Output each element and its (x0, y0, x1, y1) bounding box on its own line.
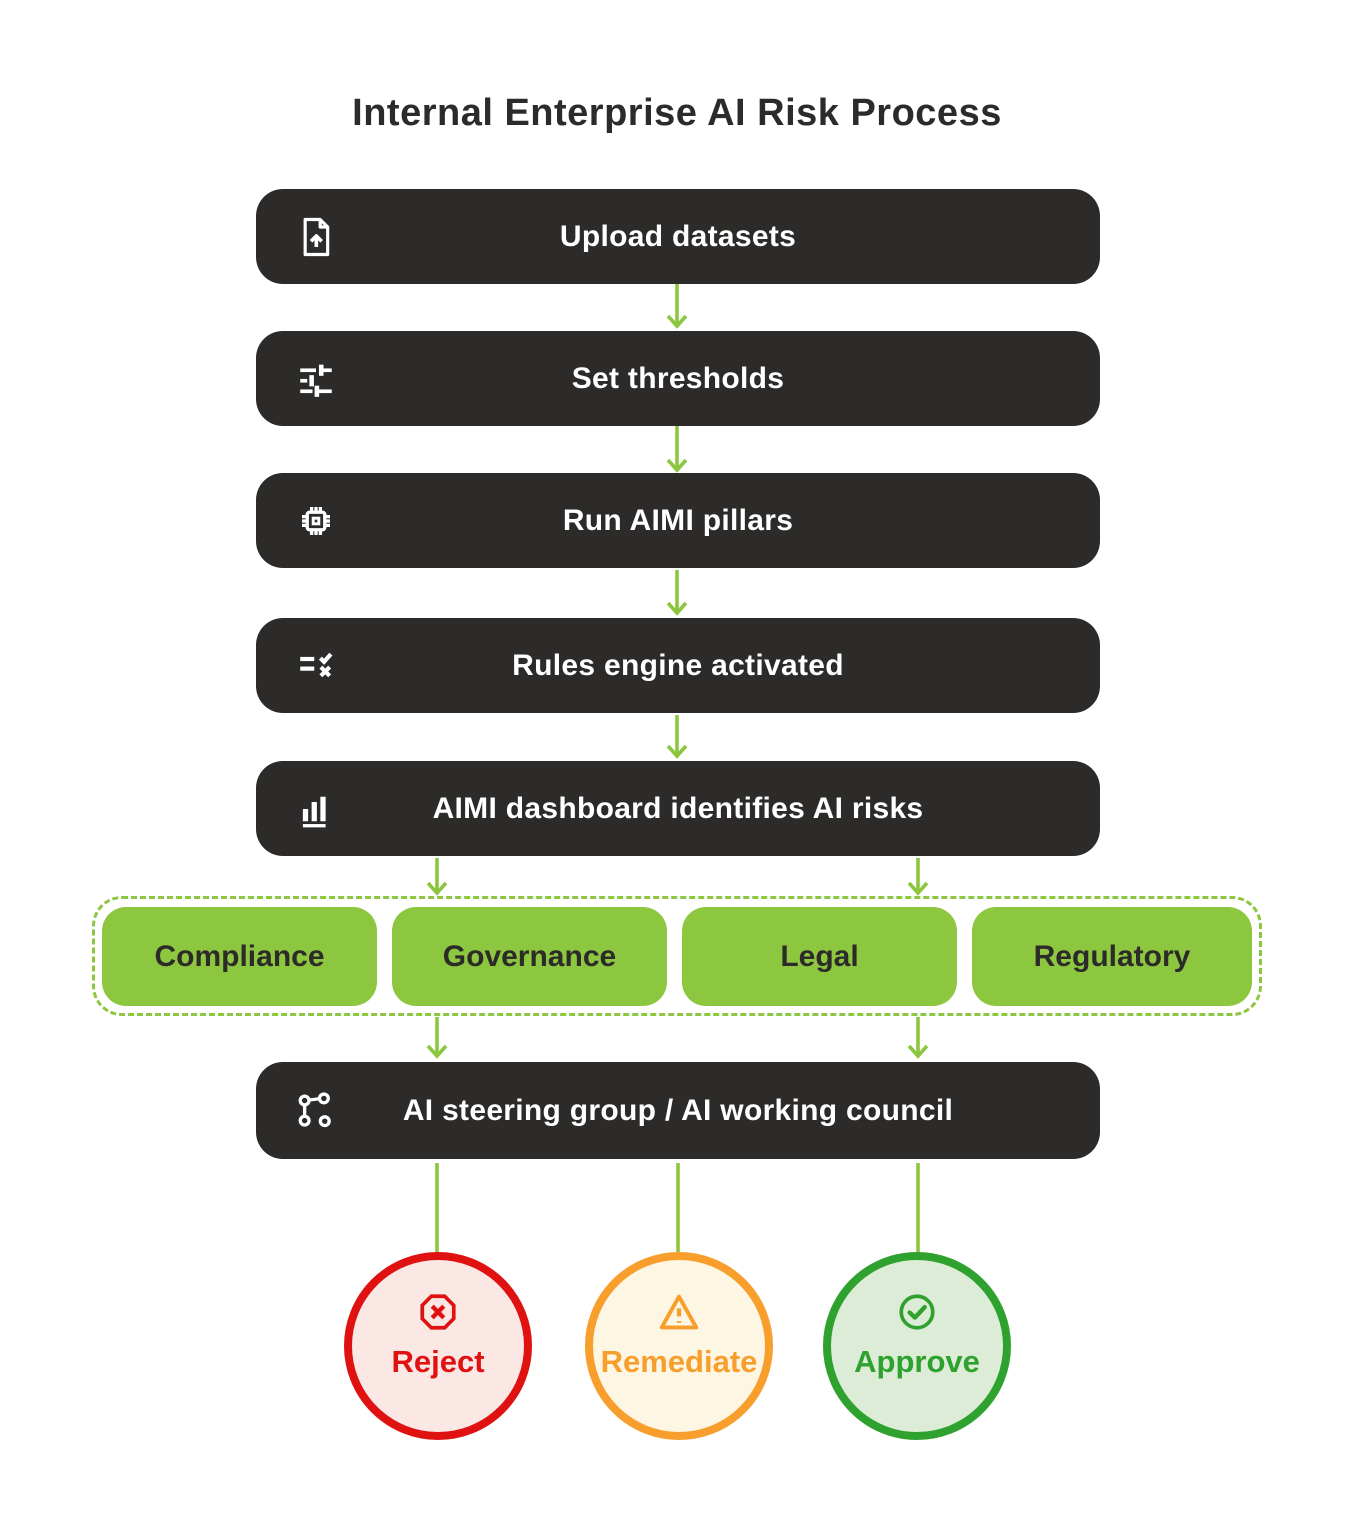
outcome-label: Remediate (600, 1344, 758, 1379)
category-label: Legal (780, 939, 859, 973)
arrow-down-icon (424, 1017, 450, 1064)
flow-step-label: AIMI dashboard identifies AI risks (432, 791, 924, 825)
category-box-legal: Legal (682, 907, 957, 1006)
flow-step-label: Upload datasets (559, 219, 797, 253)
arrow-down-icon (664, 570, 690, 621)
arrow-down-icon (664, 715, 690, 764)
chip-icon (294, 499, 338, 543)
octagon-x-icon (416, 1290, 460, 1334)
outcome-label: Approve (854, 1344, 980, 1379)
arrow-down-icon (905, 1017, 931, 1064)
categories-container (92, 896, 1262, 1016)
outcome-circle-approve: Approve (823, 1252, 1011, 1440)
council-label: AI steering group / AI working council (402, 1093, 954, 1127)
flow-step-run-aimi-pillars: Run AIMI pillars (256, 473, 1100, 568)
file-upload-icon (294, 215, 338, 259)
flow-step-upload-datasets: Upload datasets (256, 189, 1100, 284)
flow-step-label: Set thresholds (571, 361, 785, 395)
flow-step-label: Rules engine activated (512, 648, 844, 682)
warning-triangle-icon (657, 1290, 701, 1334)
category-box-regulatory: Regulatory (972, 907, 1252, 1006)
category-label: Governance (442, 939, 617, 973)
outcome-circle-remediate: Remediate (585, 1252, 773, 1440)
bar-chart-icon (294, 787, 338, 831)
network-icon (294, 1089, 338, 1133)
category-label: Compliance (154, 939, 325, 973)
arrow-down-icon (424, 858, 450, 901)
category-box-compliance: Compliance (102, 907, 377, 1006)
flow-step-set-thresholds: Set thresholds (256, 331, 1100, 426)
check-circle-icon (895, 1290, 939, 1334)
flow-step-label: Run AIMI pillars (562, 503, 794, 537)
flow-step-rules-engine: Rules engine activated (256, 618, 1100, 713)
outcome-circle-reject: Reject (344, 1252, 532, 1440)
rules-check-icon (294, 644, 338, 688)
outcome-label: Reject (391, 1344, 485, 1379)
arrow-down-icon (905, 858, 931, 901)
flow-step-aimi-dashboard: AIMI dashboard identifies AI risks (256, 761, 1100, 856)
council-box: AI steering group / AI working council (256, 1062, 1100, 1159)
sliders-icon (294, 357, 338, 401)
page-title: Internal Enterprise AI Risk Process (352, 92, 1002, 134)
arrow-down-icon (664, 284, 690, 334)
arrow-down-icon (664, 426, 690, 478)
category-box-governance: Governance (392, 907, 667, 1006)
category-label: Regulatory (1033, 939, 1191, 973)
